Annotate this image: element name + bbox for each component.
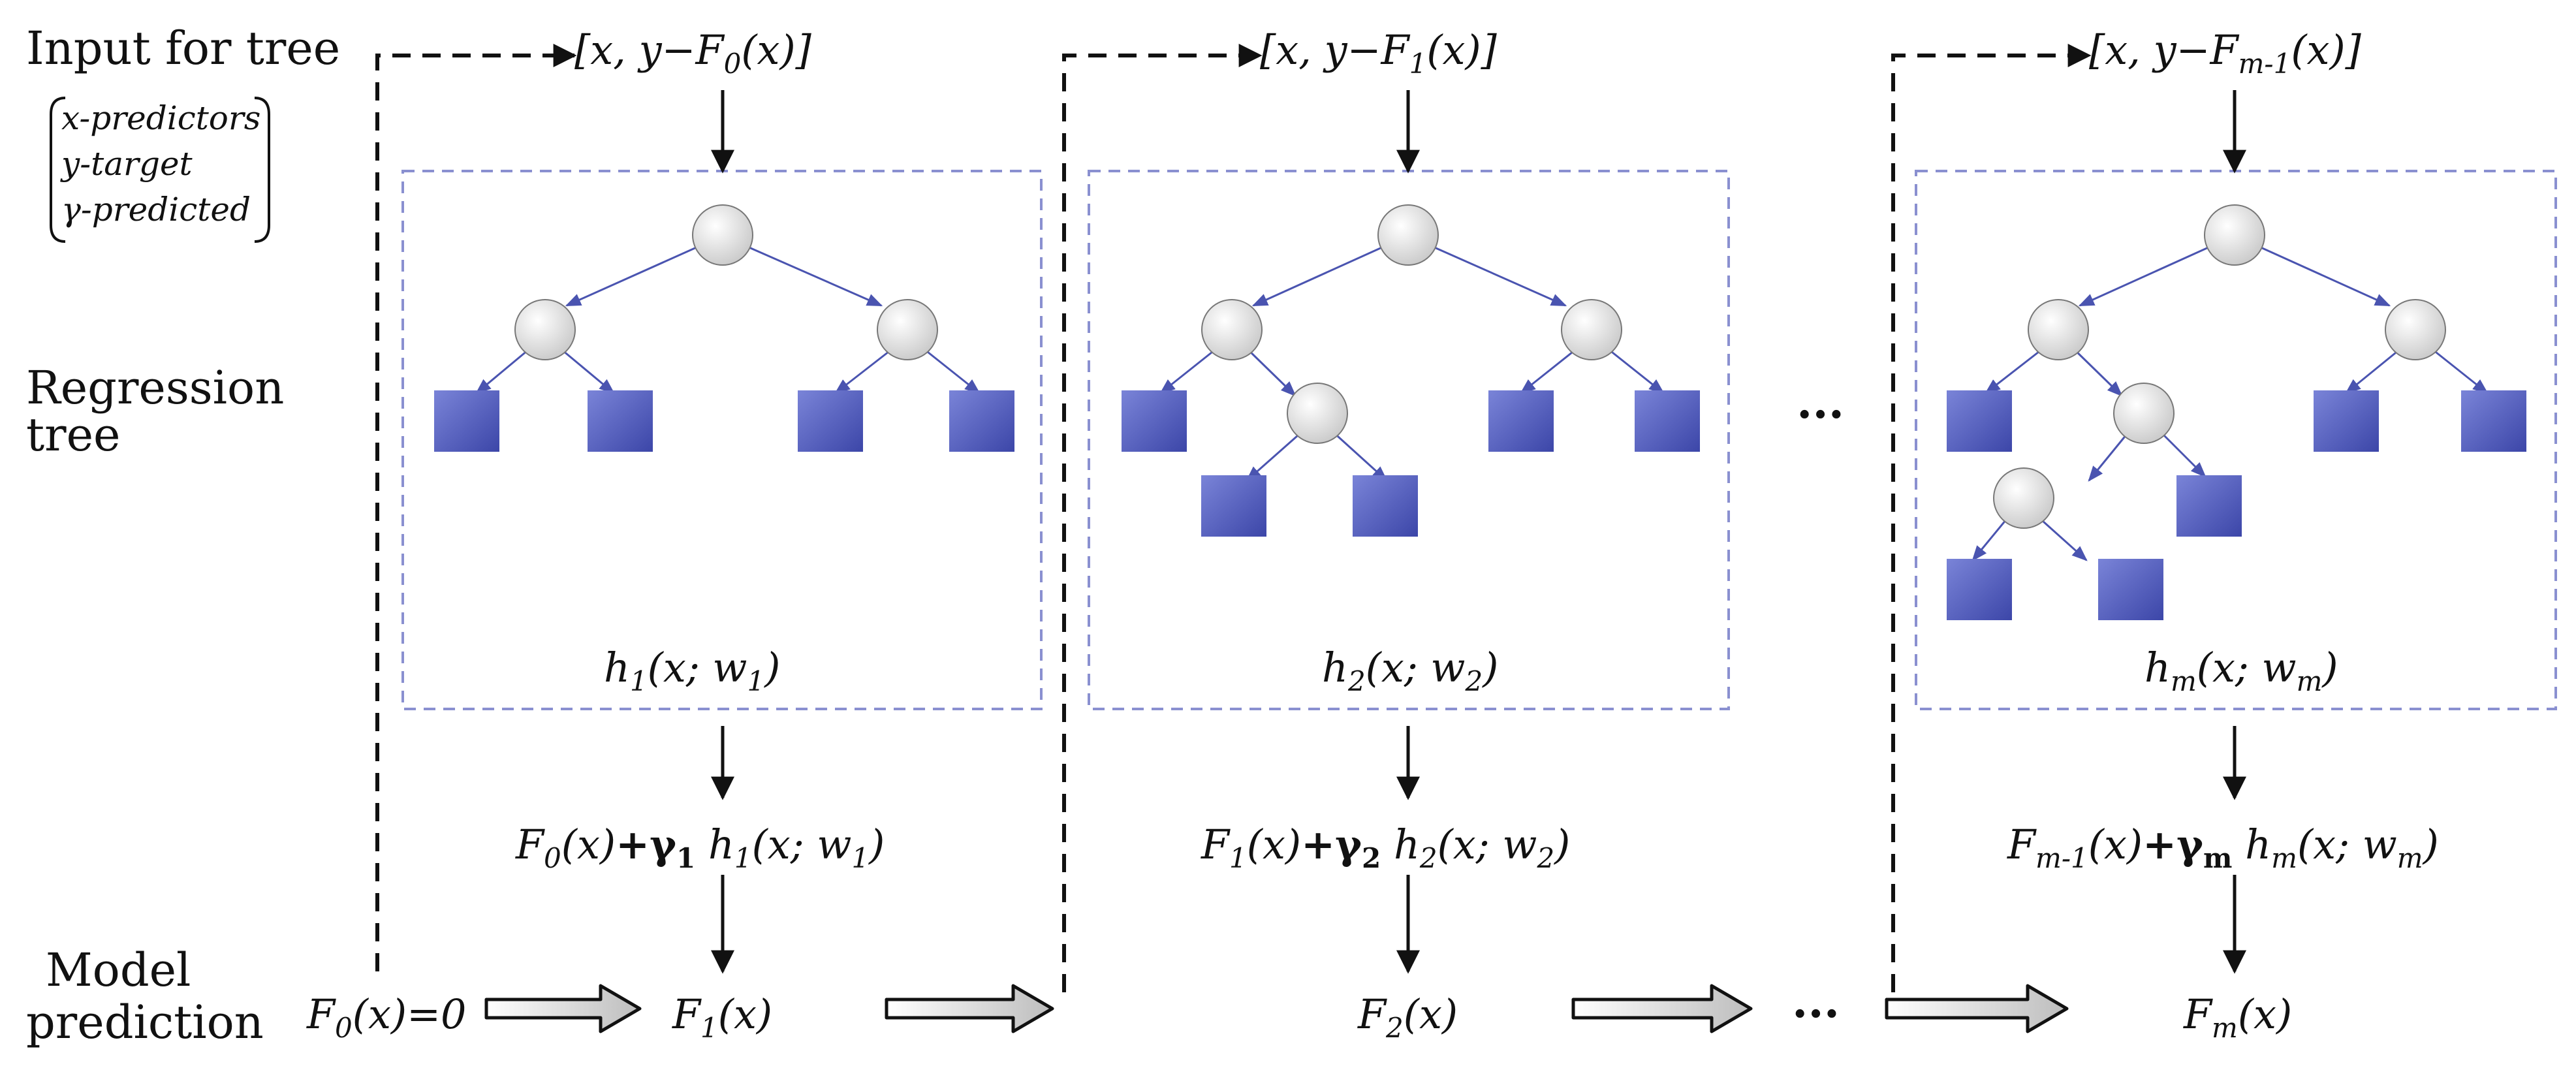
tree2-node-right [1561,299,1622,360]
stage3-prediction: Fm(x) [2183,990,2292,1044]
tree1-leaf-2 [588,390,653,452]
stage3-update: Fm-1(x)+γm hm(x; wm) [2007,821,2439,874]
tree3-node-left [2028,299,2089,360]
tree3-node-right [2385,299,2446,360]
ellipsis-prediction-row: ... [1792,974,1840,1028]
row-label-model-2: prediction [26,996,264,1049]
ellipsis-tree-row: ... [1797,375,1844,429]
stage2-update: F1(x)+γ2 h2(x; w2) [1201,821,1570,874]
legend-predictors: x-predictors [61,99,260,137]
tree1-root-node [692,204,753,266]
tree2-leaf-5 [1353,475,1418,537]
tree1-node-right [877,299,938,360]
row-label-tree-1: Regression [26,361,284,415]
tree2-node-left [1201,299,1263,360]
stage2-tree-label: h2(x; w2) [1322,644,1498,697]
tree3-leaf-3 [2461,390,2526,452]
tree2-leaf-2 [1488,390,1554,452]
tree3-leaf-6 [2098,559,2163,620]
legend-predicted: γ-predicted [61,191,251,228]
legend: x-predictors y-target γ-predicted [50,97,270,243]
stage3-input: [x, y−Fm-1(x)] [2089,26,2362,80]
stage1-update: F0(x)+γ1 h1(x; w1) [515,821,885,874]
tree3-node-inner [2113,383,2175,444]
row-label-model-1: Model [46,943,191,997]
tree3-leaf-2 [2314,390,2379,452]
tree3-leaf-5 [1947,559,2012,620]
tree1-leaf-4 [949,390,1014,452]
tree1-leaf-1 [434,390,499,452]
flow-arrows [711,90,2246,974]
stage1-tree-label: h1(x; w1) [604,644,780,697]
hollow-arrow-2 [885,984,1054,1033]
tree3-root-node [2204,204,2265,266]
hollow-arrow-3 [1571,984,1753,1033]
hollow-arrow-4 [1885,984,2069,1033]
tree2-node-inner [1287,383,1348,444]
regression-tree-2 [1122,204,1700,537]
stage2-input: [x, y−F1(x)] [1260,26,1498,80]
initial-model: F0(x)=0 [306,990,467,1044]
tree3-leaf-4 [2176,475,2242,537]
stage3-tree-label: hm(x; wm) [2144,644,2338,697]
regression-tree-1 [434,204,1014,452]
tree1-node-left [514,299,576,360]
tree2-root-node [1377,204,1439,266]
tree2-leaf-1 [1122,390,1187,452]
row-label-tree-2: tree [26,408,120,462]
tree2-leaf-4 [1201,475,1266,537]
tree3-leaf-1 [1947,390,2012,452]
feedback-lines [375,44,2092,992]
prediction-flow-arrows [484,984,2069,1033]
tree1-leaf-3 [798,390,863,452]
tree2-leaf-3 [1635,390,1700,452]
row-label-input: Input for tree [26,22,340,75]
hollow-arrow-1 [484,984,642,1033]
tree3-node-deep [1993,467,2054,529]
stage2-prediction: F2(x) [1357,990,1458,1044]
stage1-prediction: F1(x) [672,990,772,1044]
legend-target: y-target [60,145,193,183]
stage1-input: [x, y−F0(x)] [574,26,812,80]
regression-tree-3 [1947,204,2526,620]
